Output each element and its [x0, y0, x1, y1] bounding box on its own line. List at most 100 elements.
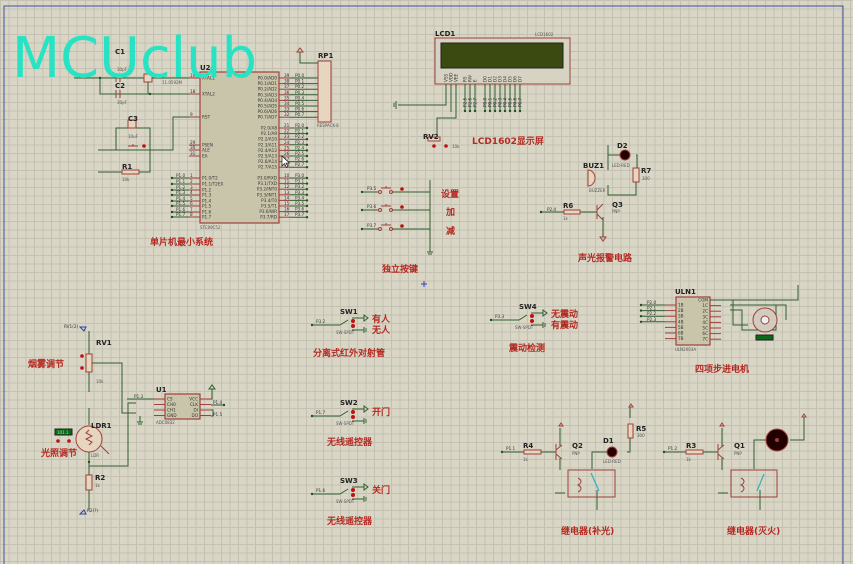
junction — [170, 193, 174, 197]
uln-body — [675, 296, 711, 346]
lcd-pin-name: D1 — [488, 76, 493, 82]
alarm-circuit[interactable]: D2 LED-RED R7 300 BUZ1 BUZZER Q3 PNP R6 … — [539, 142, 652, 242]
pin-name: P0.4/AD4 — [258, 98, 278, 103]
r2-probe: R2(?) — [87, 508, 98, 513]
pin-number: 24 — [284, 140, 290, 145]
lcd-pin-name: E — [473, 79, 478, 82]
net-label: P1.2 — [176, 185, 186, 190]
pin-name: P2.0/A8 — [261, 126, 277, 131]
lcd-net-label: P2.7 — [473, 97, 478, 107]
mcu-part: STC89C52 — [200, 225, 221, 230]
ground — [427, 180, 433, 255]
adc-value: ADC0832 — [156, 420, 175, 425]
pin-number: 23 — [284, 134, 290, 139]
rv1-potentiometer[interactable]: RV1(2) RV1 10k — [64, 324, 136, 414]
pin-name: P3.6/WR — [259, 209, 277, 214]
reset-circuit[interactable]: C3 10uF R1 10k — [98, 115, 200, 182]
r2-ref: R2 — [95, 474, 105, 482]
relay-fire-extinguish[interactable]: P1.2 R3 1k Q1 PNP — [662, 413, 807, 510]
junction — [305, 204, 309, 208]
junction — [305, 132, 309, 135]
contact — [378, 208, 382, 212]
switch-on-label: 开门 — [372, 406, 390, 418]
uln2003-chip[interactable]: ULN1ULN2003A1BP2.02BP2.13BP2.24BP2.35B6B… — [639, 288, 721, 352]
c2-value: 30pF — [117, 100, 128, 105]
contact — [389, 227, 393, 231]
rv2-value: 10k — [452, 144, 460, 149]
lcd-pin-name: D7 — [518, 76, 523, 82]
rv2-potentiometer[interactable]: RV2 10k — [423, 133, 460, 149]
pin-name: P2.2/A10 — [258, 137, 277, 142]
buzzer-ref: BUZ1 — [583, 162, 604, 170]
buzzer-value: BUZZER — [589, 188, 606, 193]
junction — [310, 323, 314, 327]
pin-name: P0.3/AD3 — [258, 92, 278, 97]
r4-ref: R4 — [523, 442, 533, 450]
button-switch — [381, 223, 391, 226]
pin-number: 31 — [190, 151, 196, 156]
switch-net: P3.2 — [316, 319, 326, 324]
lcd-pin-name: VDD — [449, 73, 454, 82]
junction — [305, 143, 309, 146]
net-label: P0.0 — [295, 73, 305, 78]
resistor-pack-rp1[interactable]: RP1 RESPACK-8 — [296, 47, 339, 128]
pin-name: XTAL2 — [202, 92, 215, 97]
button-switch — [381, 204, 391, 207]
junction — [170, 210, 174, 214]
q2-ref: Q2 — [572, 442, 583, 450]
net-label: P1.4 — [176, 196, 186, 201]
pin-name: PSEN — [202, 143, 213, 148]
net-label: P2.6 — [295, 157, 305, 162]
pin-name: P1.1/T2EX — [202, 182, 223, 187]
junction — [305, 210, 309, 213]
mcu-ref: U2 — [200, 64, 211, 72]
net-label: P1.5 — [176, 201, 186, 206]
origin-marker-icon — [421, 281, 427, 287]
net-label: P2.4 — [295, 145, 305, 150]
pin-name: P0.6/AD6 — [258, 109, 278, 114]
rv2-ref: RV2 — [423, 133, 439, 141]
junction — [305, 193, 309, 196]
adc-pin: CH1 — [167, 408, 176, 413]
stepper-motor[interactable] — [710, 285, 799, 341]
junction — [468, 109, 472, 113]
switch-off-label: 有震动 — [551, 319, 578, 331]
net-label: P0.3 — [295, 90, 305, 95]
junction — [305, 138, 309, 141]
ldr1-sensor[interactable]: 101.1 LDR1 LDR R2 1k R2(?) — [54, 402, 136, 515]
pin-name: P2.1/A9 — [261, 131, 277, 136]
contact — [378, 227, 382, 231]
relay2-caption: 继电器(灭火) — [727, 525, 780, 537]
wire — [127, 384, 224, 425]
lcd-net-label: P0.6 — [513, 97, 518, 107]
pin-number: 17 — [284, 212, 290, 217]
junction — [360, 227, 364, 231]
pin-name: P3.1/TXD — [258, 181, 277, 186]
crystal-circuit[interactable]: C1 30pF C2 30pF 11.0592M — [74, 48, 200, 105]
uln-pin: 5C — [702, 326, 708, 331]
adc0832-chip[interactable]: U1ADC0832CSCH0CH1GNDVCCCLKDIDOP1.3P1.4P1… — [127, 384, 226, 425]
junction — [513, 109, 517, 113]
lcd-net-label: P0.5 — [508, 97, 513, 107]
contact — [378, 190, 382, 194]
switch-body — [312, 314, 369, 333]
pin-name: P3.7/RD — [260, 215, 277, 220]
pin-name: RST — [202, 115, 211, 120]
pin-name: P2.5/A13 — [258, 154, 277, 159]
q1-value: PNP — [734, 451, 742, 456]
sheet-border — [3, 5, 844, 564]
uln-ref: ULN1 — [675, 288, 696, 296]
lcd-pin-name: D0 — [483, 76, 488, 82]
net-label: P0.2 — [295, 84, 305, 89]
relay-fill-light[interactable]: P1.1 R4 1k Q2 PNP D1 LED-RED R5 300 — [500, 403, 647, 510]
r3-value: 1k — [686, 457, 692, 462]
pin-name: P1.3 — [202, 193, 212, 198]
